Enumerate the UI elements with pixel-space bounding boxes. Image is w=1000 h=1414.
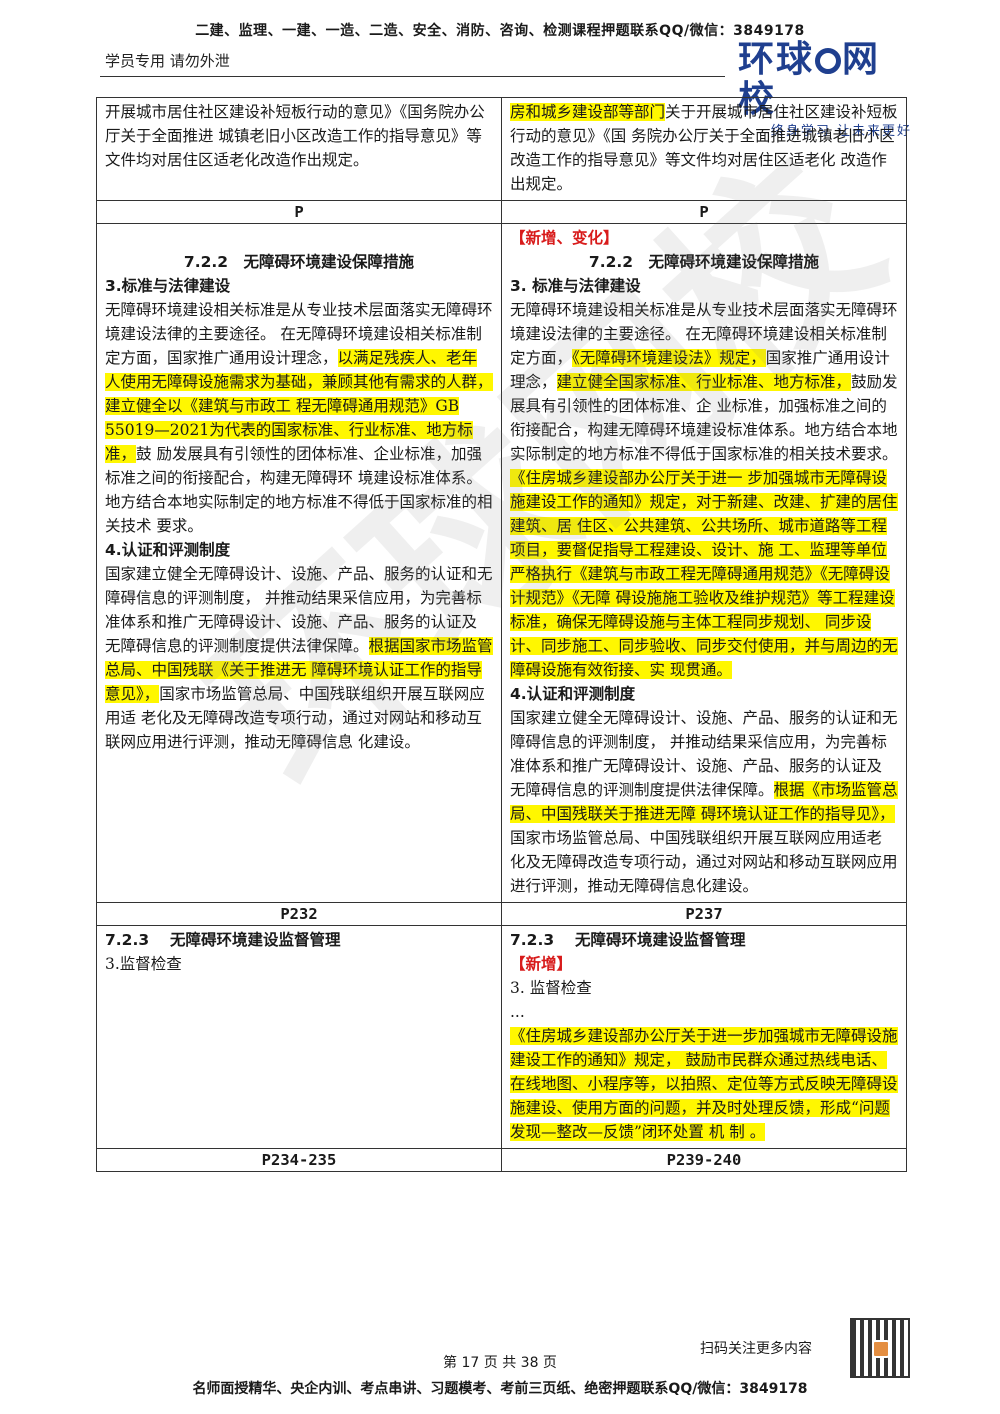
logo-play-icon [815, 48, 842, 74]
page-ref-old: P232 [96, 902, 502, 926]
left-cell-old: 开展城市居住社区建设补短板行动的意见》《国务院办公厅关于全面推进 城镇老旧小区改… [96, 97, 502, 201]
top-contact-banner: 二建、监理、一建、一造、二造、安全、消防、咨询、检测课程押题联系QQ/微信：38… [195, 23, 805, 39]
table-row: 开展城市居住社区建设补短板行动的意见》《国务院办公厅关于全面推进 城镇老旧小区改… [96, 97, 907, 201]
section-heading: 7.2.2 无障碍环境建设保障措施 [183, 253, 415, 271]
subsection-heading: 3. 标准与法律建设 [510, 277, 641, 295]
paragraph: 国家建立健全无障碍设计、设施、产品、服务的认证和无障碍信息的评测制度， 并推动结… [105, 565, 493, 751]
qr-code-icon[interactable] [850, 1318, 910, 1378]
change-tag: 【新增、变化】 [510, 229, 619, 247]
page-ref-old: P [96, 200, 502, 224]
page-ref-row: P P [96, 200, 907, 224]
highlight-text: 房和城乡建设部等部门 [510, 103, 666, 121]
comparison-table: 开展城市居住社区建设补短板行动的意见》《国务院办公厅关于全面推进 城镇老旧小区改… [96, 97, 907, 1172]
section-heading: 7.2.3 无障碍环境建设监督管理 [510, 931, 746, 949]
left-cell-old: 7.2.2 无障碍环境建设保障措施 3.标准与法律建设 无障碍环境建设相关标准是… [96, 223, 502, 903]
subsection-heading: 4.认证和评测制度 [105, 541, 231, 559]
page-ref-old: P234-235 [96, 1148, 502, 1172]
left-cell-old: 7.2.3 无障碍环境建设监督管理 3.监督检查 [96, 925, 502, 1149]
highlight-text: 《住房城乡建设部办公厅关于进一 步加强城市无障碍设施建设工作的通知》规定，对于新… [510, 469, 898, 679]
paragraph: 《住房城乡建设部办公厅关于进一步加强城市无障碍设施建设工作的通知》规定， 鼓励市… [510, 1024, 898, 1144]
page-ref-row: P234-235 P239-240 [96, 1148, 907, 1172]
highlight-text: 建立健全国家标准、行业标准、地方标准， [556, 373, 852, 391]
paragraph: 国家建立健全无障碍设计、设施、产品、服务的认证和无障碍信息的评测制度， 并推动结… [510, 709, 898, 895]
highlight-text: 《住房城乡建设部办公厅关于进一步加强城市无障碍设施建设工作的通知》规定， 鼓励市… [510, 1027, 898, 1141]
paragraph: 无障碍环境建设相关标准是从专业技术层面落实无障碍环境建设法律的主要途径。 在无障… [510, 301, 898, 679]
bottom-contact-banner: 名师面授精华、央企内训、考点串讲、习题模考、考前三页纸、绝密押题联系QQ/微信：… [192, 1381, 808, 1397]
subsection-label: 3.监督检查 [105, 955, 182, 973]
student-only-note: 学员专用 请勿外泄 [105, 52, 230, 70]
subsection-label: 3. 监督检查 [510, 979, 592, 997]
subsection-heading: 3.标准与法律建设 [105, 277, 231, 295]
page-ref-new: P239-240 [501, 1148, 907, 1172]
right-cell-new: 【新增、变化】 7.2.2 无障碍环境建设保障措施 3. 标准与法律建设 无障碍… [501, 223, 907, 903]
paragraph: 无障碍环境建设相关标准是从专业技术层面落实无障碍环境建设法律的主要途径。 在无障… [105, 301, 493, 535]
table-row: 7.2.2 无障碍环境建设保障措施 3.标准与法律建设 无障碍环境建设相关标准是… [96, 223, 907, 903]
right-cell-new: 房和城乡建设部等部门关于开展城市居住社区建设补短板行动的意见》《国 务院办公厅关… [501, 97, 907, 201]
section-heading: 7.2.2 无障碍环境建设保障措施 [588, 253, 820, 271]
change-tag: 【新增】 [510, 955, 573, 973]
page-ref-row: P232 P237 [96, 902, 907, 926]
section-heading: 7.2.3 无障碍环境建设监督管理 [105, 931, 341, 949]
right-cell-new: 7.2.3 无障碍环境建设监督管理 【新增】 3. 监督检查 ... 《住房城乡… [501, 925, 907, 1149]
subsection-heading: 4.认证和评测制度 [510, 685, 636, 703]
page-number: 第 17 页 共 38 页 [443, 1355, 557, 1371]
highlight-text: 《无障碍环境建设法》规定， [572, 349, 766, 367]
page-ref-new: P237 [501, 902, 907, 926]
page-ref-new: P [501, 200, 907, 224]
qr-caption: 扫码关注更多内容 [700, 1341, 812, 1357]
ellipsis: ... [510, 1003, 525, 1021]
logo-text-left: 环球 [738, 39, 815, 80]
table-row: 7.2.3 无障碍环境建设监督管理 3.监督检查 7.2.3 无障碍环境建设监督… [96, 925, 907, 1149]
qr-center-logo-icon [872, 1340, 890, 1358]
header-divider [100, 76, 725, 77]
